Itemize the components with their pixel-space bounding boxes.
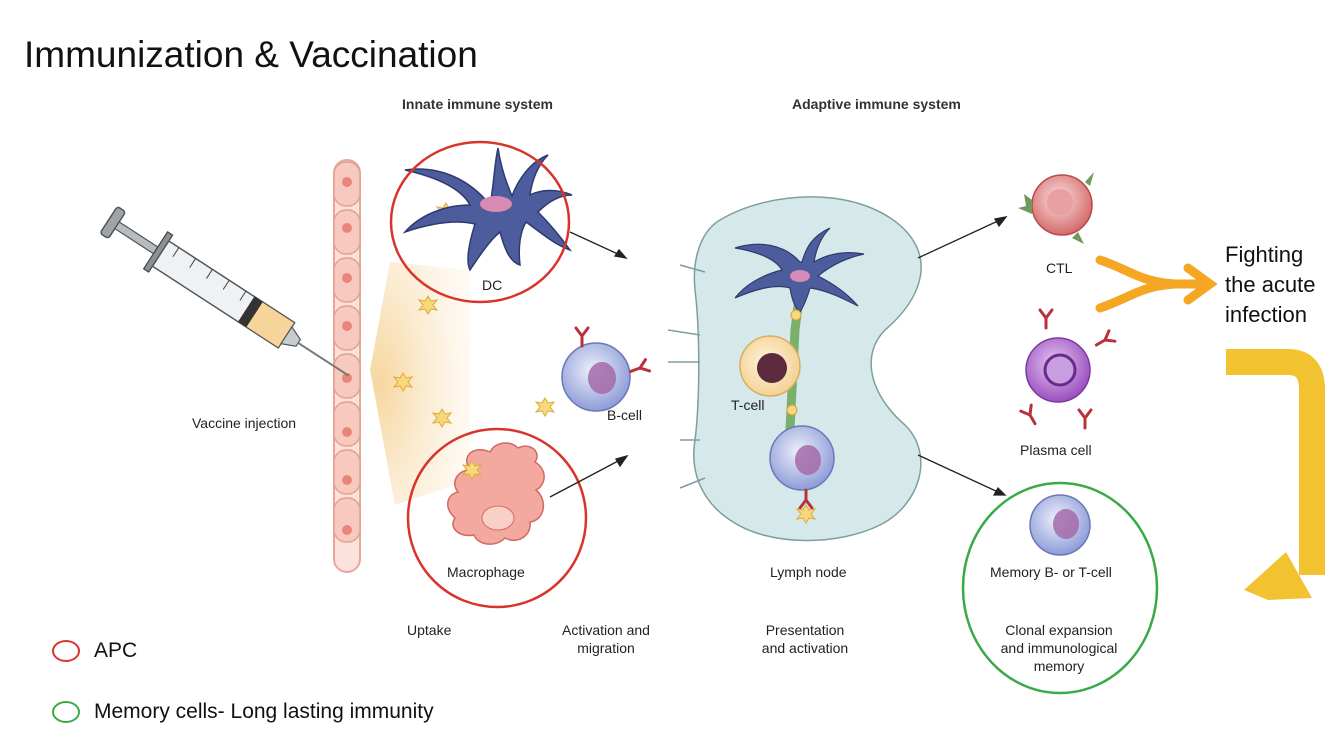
side-note-line1: Fighting <box>1225 242 1304 267</box>
yellow-return-arrow-icon <box>1226 349 1325 600</box>
stage-clonal-line1: Clonal expansion <box>1005 622 1113 638</box>
plasma-cell-label: Plasma cell <box>1020 442 1092 458</box>
stage-clonal: Clonal expansion and immunological memor… <box>988 621 1130 675</box>
legend-apc: APC <box>52 639 137 663</box>
ctl-icon <box>1018 172 1094 244</box>
stage-presentation-line2: and activation <box>761 640 849 656</box>
apc-circle-macrophage <box>406 427 588 609</box>
memory-circle <box>961 481 1159 695</box>
output-arrows <box>917 216 1008 496</box>
stage-uptake: Uptake <box>407 622 452 638</box>
stage-activation-line2: migration <box>577 640 635 656</box>
stage-clonal-line3: memory <box>1033 658 1085 674</box>
vaccine-injection-label: Vaccine injection <box>192 415 297 431</box>
legend-memory-swatch <box>52 701 80 723</box>
apc-circle-dc <box>389 140 571 304</box>
innate-header: Innate immune system <box>402 96 553 112</box>
plasma-cell-icon <box>1019 308 1117 430</box>
ctl-label: CTL <box>1046 260 1073 276</box>
slide-title: Immunization & Vaccination <box>24 34 478 75</box>
side-note-line3: infection <box>1225 302 1307 327</box>
legend-memory: Memory cells- Long lasting immunity <box>52 700 434 724</box>
legend-apc-swatch <box>52 640 80 662</box>
stage-presentation: Presentation and activation <box>750 621 860 657</box>
stage-clonal-line2: and immunological <box>1000 640 1118 656</box>
macrophage-icon <box>447 442 545 545</box>
lymph-node-label: Lymph node <box>770 564 847 580</box>
syringe-icon <box>100 206 350 377</box>
legend-apc-label: APC <box>94 639 138 662</box>
dc-label: DC <box>482 277 503 293</box>
migration-arrows <box>549 231 629 498</box>
stage-presentation-line1: Presentation <box>765 622 845 638</box>
memory-cell-icon <box>1029 494 1091 556</box>
stage-activation: Activation and migration <box>550 621 662 657</box>
orange-fork-arrow-icon <box>1095 255 1218 313</box>
legend-memory-label: Memory cells- Long lasting immunity <box>94 700 434 723</box>
dendritic-cell-icon <box>402 147 573 272</box>
b-cell-icon <box>535 326 652 417</box>
memory-cell-label: Memory B- or T-cell <box>990 564 1112 580</box>
macrophage-label: Macrophage <box>447 564 525 580</box>
side-note-line2: the acute <box>1225 272 1316 297</box>
b-cell-label: B-cell <box>607 407 643 423</box>
stage-activation-line1: Activation and <box>562 622 650 638</box>
epithelial-layer <box>333 159 361 573</box>
adaptive-header: Adaptive immune system <box>792 96 961 112</box>
side-note: Fighting the acute infection <box>1225 240 1316 330</box>
t-cell-label: T-cell <box>731 397 765 413</box>
lymph-node-icon <box>667 196 922 542</box>
